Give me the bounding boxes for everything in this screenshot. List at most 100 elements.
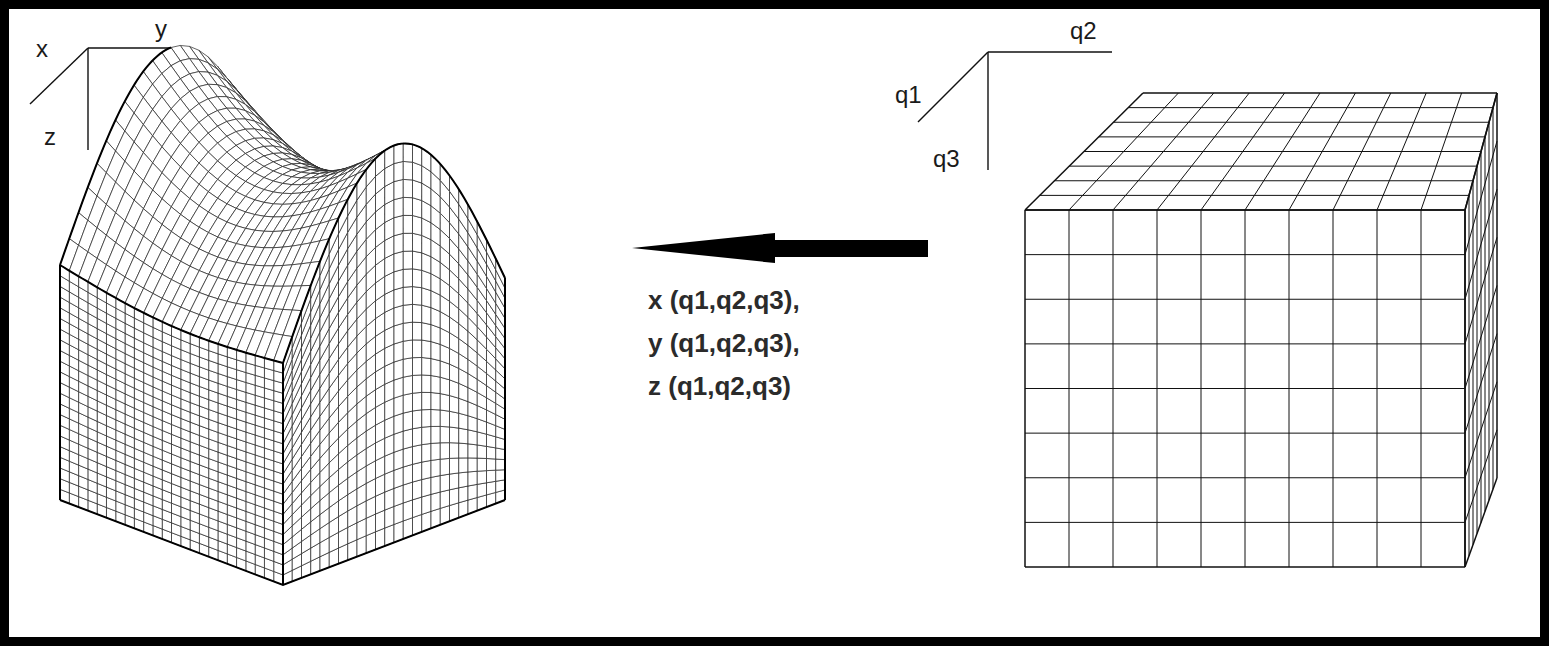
mesh-cell xyxy=(440,443,449,460)
mesh-cell xyxy=(394,161,403,181)
mesh-cell xyxy=(431,459,440,477)
mesh-cell xyxy=(413,269,422,288)
mesh-cell xyxy=(422,288,431,308)
mesh-cell xyxy=(422,305,431,324)
cube-face xyxy=(1465,93,1497,567)
mesh-cell xyxy=(440,474,449,492)
curved-mesh-solid xyxy=(60,45,505,585)
grid-line xyxy=(1025,254,1465,255)
mesh-cell xyxy=(403,143,412,162)
axis-label: z xyxy=(44,124,56,150)
mesh-cell xyxy=(403,464,412,485)
mesh-cell xyxy=(450,176,459,205)
mesh-cell xyxy=(403,393,412,413)
grid-line xyxy=(1465,334,1497,434)
mesh-cell xyxy=(394,431,403,452)
mesh-cell xyxy=(431,359,440,378)
mesh-cell xyxy=(431,443,440,461)
solid-edge xyxy=(60,265,283,363)
mesh-cell xyxy=(468,430,477,445)
grid-line xyxy=(1128,107,1493,108)
mesh-cell xyxy=(413,427,422,446)
mesh-cell xyxy=(450,473,459,490)
mesh-cell xyxy=(477,445,486,459)
mesh-cell xyxy=(450,443,459,459)
mesh-cell xyxy=(394,341,403,362)
mesh-cell xyxy=(487,470,496,483)
mesh-cell xyxy=(413,340,422,358)
mapping-arrow xyxy=(632,233,928,263)
grid-line xyxy=(1025,477,1465,478)
mesh-cell xyxy=(431,476,440,495)
solid-edge xyxy=(60,48,171,266)
mesh-cell xyxy=(413,480,422,500)
grid-line xyxy=(1084,151,1481,152)
mesh-cell xyxy=(394,215,403,235)
grid-line xyxy=(1099,136,1485,137)
grid-line xyxy=(1025,433,1465,434)
mesh-cell xyxy=(403,429,412,449)
grid-line xyxy=(1465,93,1497,210)
mesh-cell xyxy=(394,359,403,380)
axis-line xyxy=(87,48,88,150)
mesh-cell xyxy=(422,426,431,444)
mesh-cell xyxy=(487,481,496,495)
mesh-cell xyxy=(403,322,412,341)
grid-line xyxy=(1025,343,1465,344)
grid-line xyxy=(1465,478,1497,567)
solid-edge xyxy=(283,143,505,363)
mesh-cell xyxy=(394,233,403,253)
mesh-cell xyxy=(403,375,412,395)
mesh-cell xyxy=(394,377,403,398)
grid-line xyxy=(1040,195,1469,196)
mesh-cell xyxy=(431,492,440,511)
mesh-cell xyxy=(496,480,505,493)
grid-line xyxy=(1055,180,1474,181)
grid-line xyxy=(1465,141,1497,255)
mesh-cell xyxy=(431,392,440,409)
mesh-cell xyxy=(348,183,357,216)
mesh-cell xyxy=(403,411,412,431)
mesh-cell xyxy=(459,458,468,473)
mesh-cell xyxy=(431,409,440,426)
mesh-cell xyxy=(431,342,440,361)
cube-face xyxy=(1025,93,1497,210)
mesh-cell xyxy=(403,269,412,287)
mesh-cell xyxy=(477,483,486,498)
axis-label: y xyxy=(155,16,167,42)
mesh-cell xyxy=(496,459,505,470)
mesh-cell xyxy=(413,322,422,340)
mesh-cell xyxy=(413,445,422,465)
mesh-cell xyxy=(496,448,505,460)
mesh-cell xyxy=(413,392,422,411)
mesh-cell xyxy=(413,180,422,201)
mesh-cell xyxy=(431,376,440,394)
arrow-shape xyxy=(632,233,928,263)
mesh-cell xyxy=(422,392,431,409)
grid-line xyxy=(1465,382,1497,478)
axis-line xyxy=(88,47,178,48)
mesh-cell xyxy=(413,233,422,253)
axis-line xyxy=(987,52,988,170)
mesh-cell xyxy=(394,269,403,290)
mesh-cell xyxy=(394,197,403,217)
mesh-cell xyxy=(459,428,468,444)
mesh-cell xyxy=(394,449,403,470)
mesh-cell xyxy=(394,323,403,344)
solid-edge xyxy=(504,278,506,500)
grid-line xyxy=(1025,566,1465,568)
mesh-cell xyxy=(440,490,449,509)
mesh-cell xyxy=(477,458,486,471)
mesh-cell xyxy=(394,413,403,434)
mesh-cell xyxy=(394,305,403,326)
mesh-cell xyxy=(403,358,412,377)
mesh-cell xyxy=(422,375,431,393)
axis-line xyxy=(918,52,988,122)
grid-line xyxy=(1465,286,1497,389)
mesh-cell xyxy=(403,482,412,503)
grid-line xyxy=(1025,299,1465,300)
mesh-cell xyxy=(496,470,505,482)
mesh-cell xyxy=(468,444,477,458)
grid-line xyxy=(1143,92,1497,94)
mesh-cell xyxy=(422,494,431,514)
